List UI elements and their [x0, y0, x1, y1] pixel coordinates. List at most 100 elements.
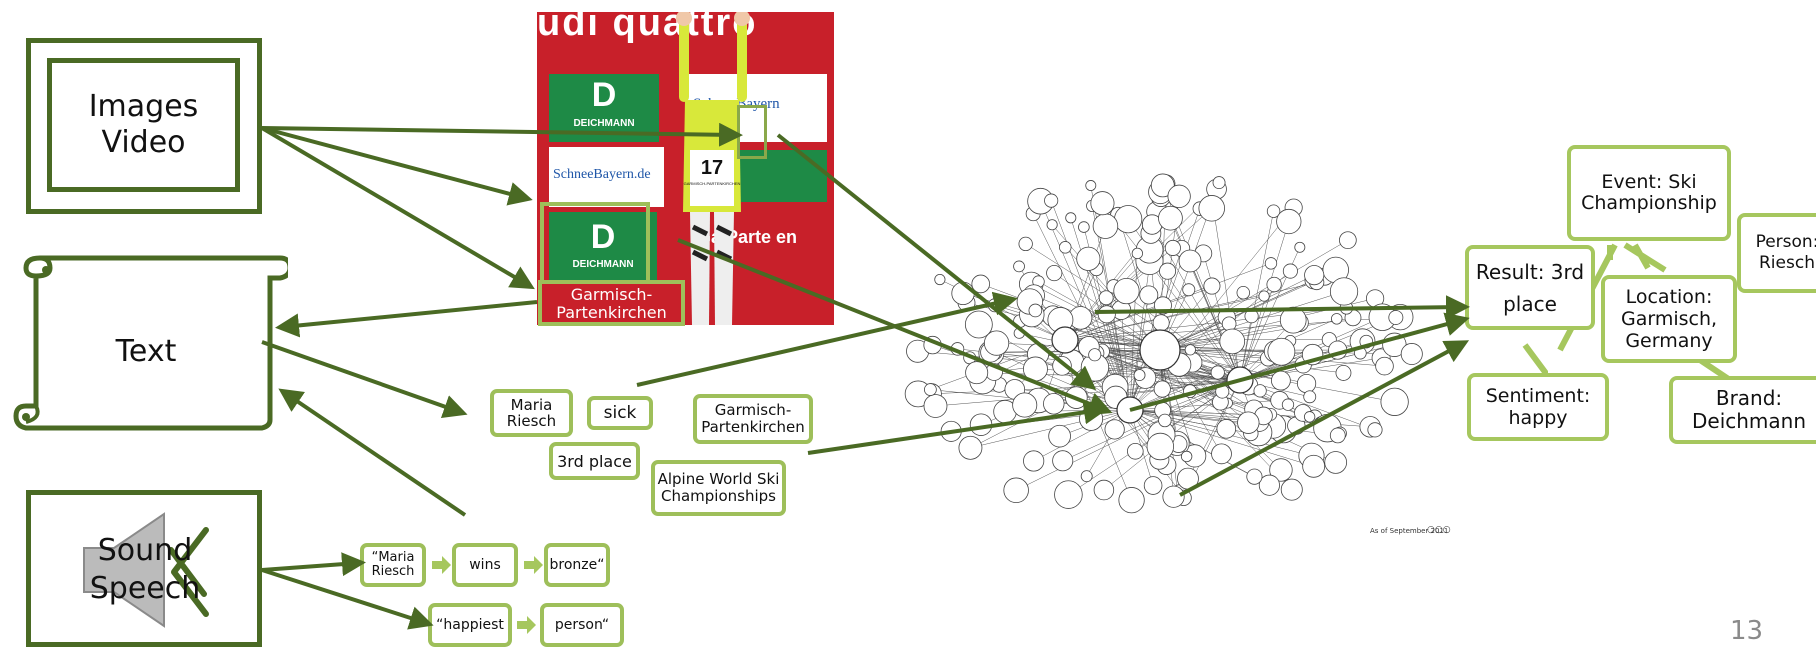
- graph-node: [1246, 468, 1263, 485]
- podium-photo: udi quattro D DEICHMANN SchneeBayern Sch…: [537, 12, 834, 325]
- entity-sick: sick: [587, 396, 653, 430]
- profile-event: Event: Ski Championship: [1567, 145, 1731, 241]
- arrow-right-icon: [517, 616, 536, 634]
- profile-sentiment: Sentiment: happy: [1467, 373, 1609, 441]
- graph-node: [1264, 257, 1278, 270]
- sound-label: Sound: [97, 533, 193, 568]
- graph-node: [923, 394, 948, 418]
- graph-node: [1153, 296, 1172, 315]
- graph-node: [1212, 176, 1226, 190]
- graph-node: [1400, 343, 1423, 366]
- video-label: Video: [101, 125, 186, 160]
- graph-node: [1375, 356, 1394, 376]
- profile-result: Result: 3rd place: [1465, 245, 1595, 330]
- graph-node: [1303, 411, 1316, 423]
- graph-node: [1177, 467, 1199, 490]
- speech-label: Speech: [89, 571, 201, 606]
- graph-node: [1013, 327, 1025, 339]
- graph-node: [1054, 480, 1083, 509]
- graph-node: [1152, 314, 1170, 332]
- graph-node: [1367, 422, 1383, 438]
- arrow-speech-to-tokens-1: [261, 552, 366, 577]
- graph-node: [965, 361, 989, 385]
- license-icon: ○○○: [1427, 525, 1451, 535]
- arrow-right-icon: [524, 556, 543, 574]
- bib-number: 17: [701, 157, 723, 179]
- graph-node: [1178, 249, 1202, 273]
- graph-node: [1329, 427, 1346, 444]
- graph-node: [1013, 260, 1025, 273]
- graph-node: [1276, 208, 1302, 235]
- graph-node: [1113, 277, 1140, 305]
- knowledge-graph-footer: As of September 2011: [1370, 527, 1449, 535]
- graph-node: [1294, 241, 1306, 253]
- graph-node: [1236, 286, 1250, 300]
- graph-node: [1104, 419, 1125, 440]
- graph-node: [1253, 384, 1267, 398]
- graph-node: [1302, 454, 1326, 478]
- token-wins: wins: [452, 543, 518, 587]
- graph-node: [1159, 262, 1177, 280]
- graph-node: [1219, 328, 1246, 355]
- graph-node: [1133, 369, 1146, 382]
- graph-node: [1182, 283, 1196, 297]
- graph-node: [1003, 477, 1029, 503]
- graph-node: [971, 274, 990, 294]
- token-maria-riesch: “Maria Riesch: [360, 543, 426, 587]
- graph-node: [1266, 276, 1282, 293]
- graph-node: [1059, 241, 1072, 254]
- graph-node: [1328, 340, 1348, 360]
- bib-text: GARMISCH-PARTENKIRCHEN: [684, 181, 741, 186]
- graph-node: [1052, 450, 1074, 472]
- graph-node: [1131, 247, 1144, 260]
- graph-node: [1244, 309, 1259, 324]
- graph-hub-node: [1051, 326, 1079, 354]
- graph-node: [1304, 265, 1325, 286]
- sponsor-board-deichmann-2: D DEICHMANN: [549, 212, 657, 284]
- entity-maria-riesch: Maria Riesch: [490, 389, 573, 437]
- graph-node: [1198, 195, 1225, 222]
- text-source-label: Text: [115, 334, 177, 369]
- graph-node: [1097, 305, 1116, 324]
- profile-person: Person: Riesch: [1737, 213, 1816, 293]
- graph-node: [1267, 337, 1296, 366]
- graph-node: [1210, 365, 1225, 380]
- sponsor-board-schneebayern: SchneeBayern.de: [549, 147, 664, 207]
- graph-node: [1065, 386, 1088, 409]
- graph-node: [950, 342, 965, 356]
- graph-node: [1184, 344, 1196, 356]
- arrow-caption-to-text: [275, 300, 538, 338]
- graph-nodes: [904, 173, 1423, 514]
- graph-node: [1043, 393, 1065, 415]
- graph-node: [923, 335, 942, 355]
- graph-node: [1093, 479, 1115, 501]
- graph-node: [934, 273, 946, 286]
- graph-node: [1162, 485, 1185, 508]
- graph-node: [1380, 387, 1409, 416]
- graph-node: [1280, 478, 1303, 501]
- graph-node: [924, 383, 937, 396]
- entity-garmisch: Garmisch-Partenkirchen: [693, 394, 813, 444]
- graph-node: [1331, 313, 1343, 325]
- face-detection-box: [737, 105, 767, 159]
- token-bronze: bronze“: [544, 543, 610, 587]
- graph-node: [1167, 184, 1191, 208]
- sponsor-logo-letter: D: [591, 76, 617, 114]
- graph-node: [1324, 451, 1348, 474]
- entity-alpine-championships: Alpine World Ski Championships: [651, 460, 786, 516]
- photo-banner-text: udi quattro: [537, 12, 758, 44]
- graph-node: [1065, 212, 1077, 224]
- token-happiest: “happiest: [428, 603, 512, 647]
- graph-node: [1164, 239, 1181, 256]
- graph-node: [1012, 392, 1038, 418]
- athlete-figure: 17 GARMISCH-PARTENKIRCHEN: [676, 12, 750, 325]
- graph-node: [1028, 303, 1043, 318]
- arrow-text-to-entities: [261, 340, 468, 418]
- graph-node: [1281, 398, 1295, 411]
- graph-hub-node: [1139, 329, 1181, 371]
- sponsor-logo-letter-2: D: [590, 218, 616, 256]
- sponsor-logo-name: DEICHMANN: [573, 118, 635, 129]
- graph-node: [969, 413, 993, 436]
- graph-node: [1354, 346, 1367, 360]
- graph-node: [1090, 191, 1115, 216]
